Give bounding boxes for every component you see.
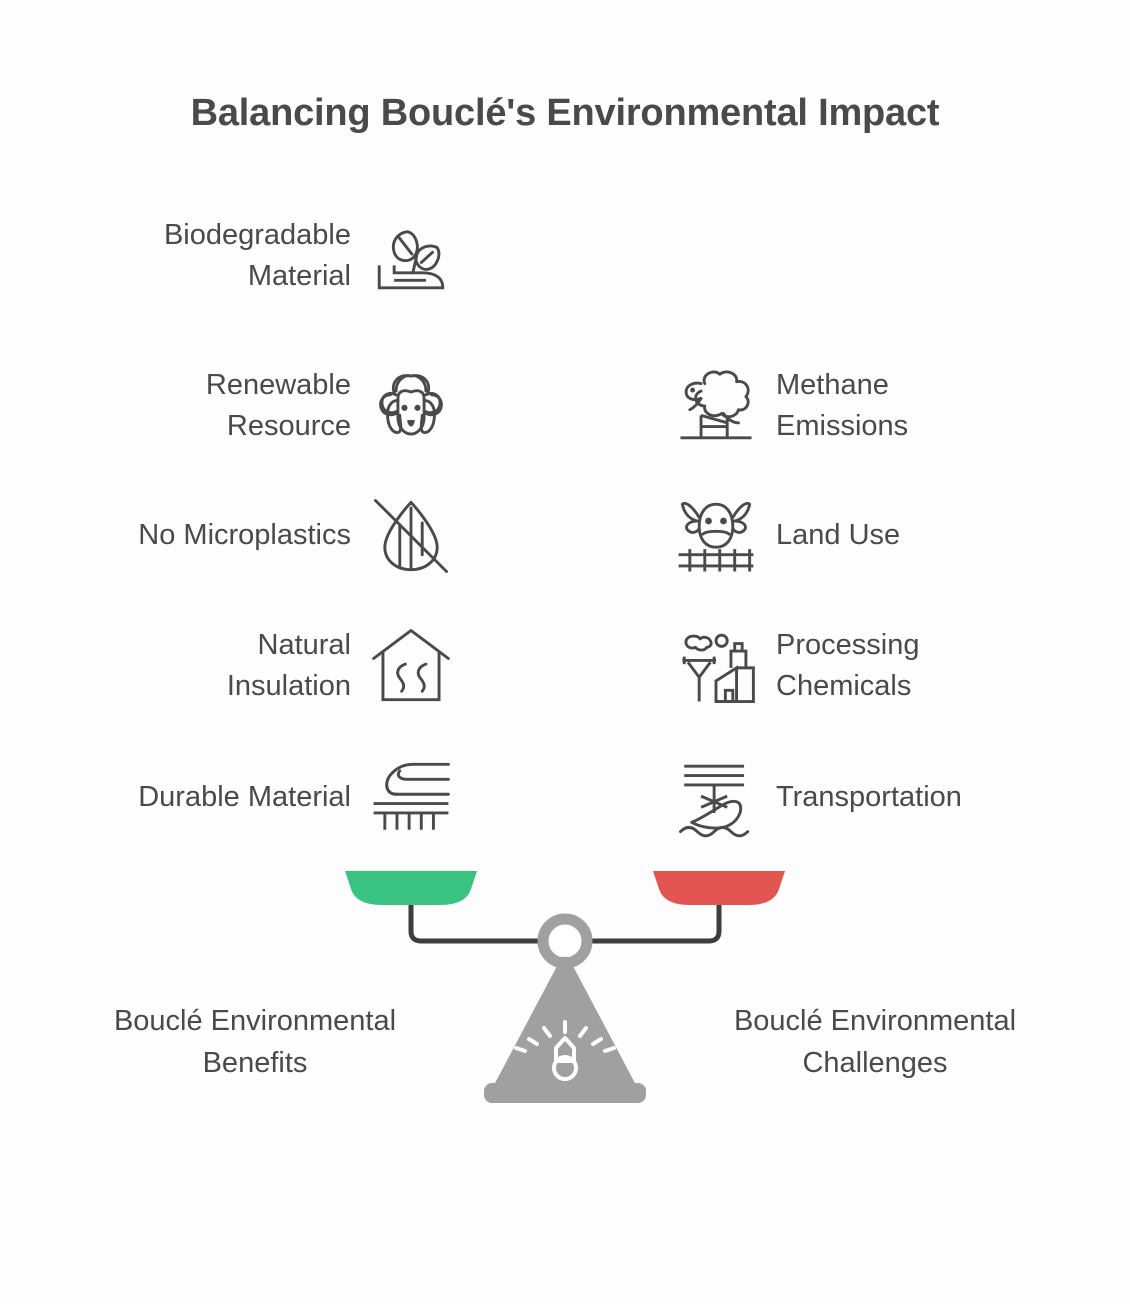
benefit-item-renewable-resource: Renewable Resource: [206, 360, 457, 452]
fulcrum-lamp-body: [554, 1036, 576, 1063]
scale-beam-right: [587, 874, 722, 944]
sprouting-plant-in-hand-icon: [365, 210, 457, 302]
challenge-label-processing-chemicals: Processing Chemicals: [776, 628, 920, 702]
challenges-caption: Bouclé Environmental Challenges: [733, 1005, 1017, 1080]
cow-head-with-fence-icon: [670, 490, 762, 582]
challenge-item-processing-chemicals: Processing Chemicals: [670, 620, 919, 712]
factory-with-pylon-icon: [670, 620, 762, 712]
fulcrum-lamp-bulb: [552, 1055, 578, 1081]
cargo-ship-icon: [670, 752, 762, 844]
scale-beam-left: [408, 874, 543, 944]
scale-pan-challenges: [653, 871, 785, 905]
benefit-item-natural-insulation: Natural Insulation: [227, 620, 457, 712]
benefit-item-biodegradable-material: Biodegradable Material: [164, 210, 457, 302]
fulcrum-base: [484, 1083, 646, 1103]
challenge-label-transportation: Transportation: [776, 781, 962, 814]
challenge-label-methane-emissions: Methane Emissions: [776, 368, 909, 442]
fulcrum-triangle: [494, 951, 636, 1085]
page-title: Balancing Bouclé's Environmental Impact: [190, 92, 940, 134]
fulcrum-pivot-ring: [537, 913, 593, 969]
challenge-item-land-use: Land Use: [670, 490, 900, 582]
benefit-item-no-microplastics: No Microplastics: [138, 490, 457, 582]
sheep-jumping-fence-icon: [670, 360, 762, 452]
challenge-item-methane-emissions: Methane Emissions: [670, 360, 908, 452]
fulcrum-pivot-center: [549, 925, 581, 957]
crossed-out-leaf-drop-icon: [365, 490, 457, 582]
balance-scale: [345, 871, 785, 1103]
benefit-label-renewable-resource: Renewable Resource: [205, 368, 351, 442]
benefit-label-no-microplastics: No Microplastics: [138, 519, 351, 552]
train-on-rails-icon: [365, 752, 457, 844]
benefit-item-durable-material: Durable Material: [138, 752, 457, 844]
fulcrum-lamp-icon: [514, 1020, 616, 1053]
challenge-item-transportation: Transportation: [670, 752, 962, 844]
benefit-label-durable-material: Durable Material: [138, 781, 351, 814]
challenge-label-land-use: Land Use: [776, 519, 901, 552]
benefit-label-biodegradable-material: Biodegradable Material: [163, 218, 351, 292]
benefits-caption: Bouclé Environmental Benefits: [113, 1005, 397, 1080]
benefit-label-natural-insulation: Natural Insulation: [226, 628, 351, 702]
house-with-heat-waves-icon: [365, 620, 457, 712]
scale-pan-benefits: [345, 871, 477, 905]
sheep-face-icon: [365, 360, 457, 452]
